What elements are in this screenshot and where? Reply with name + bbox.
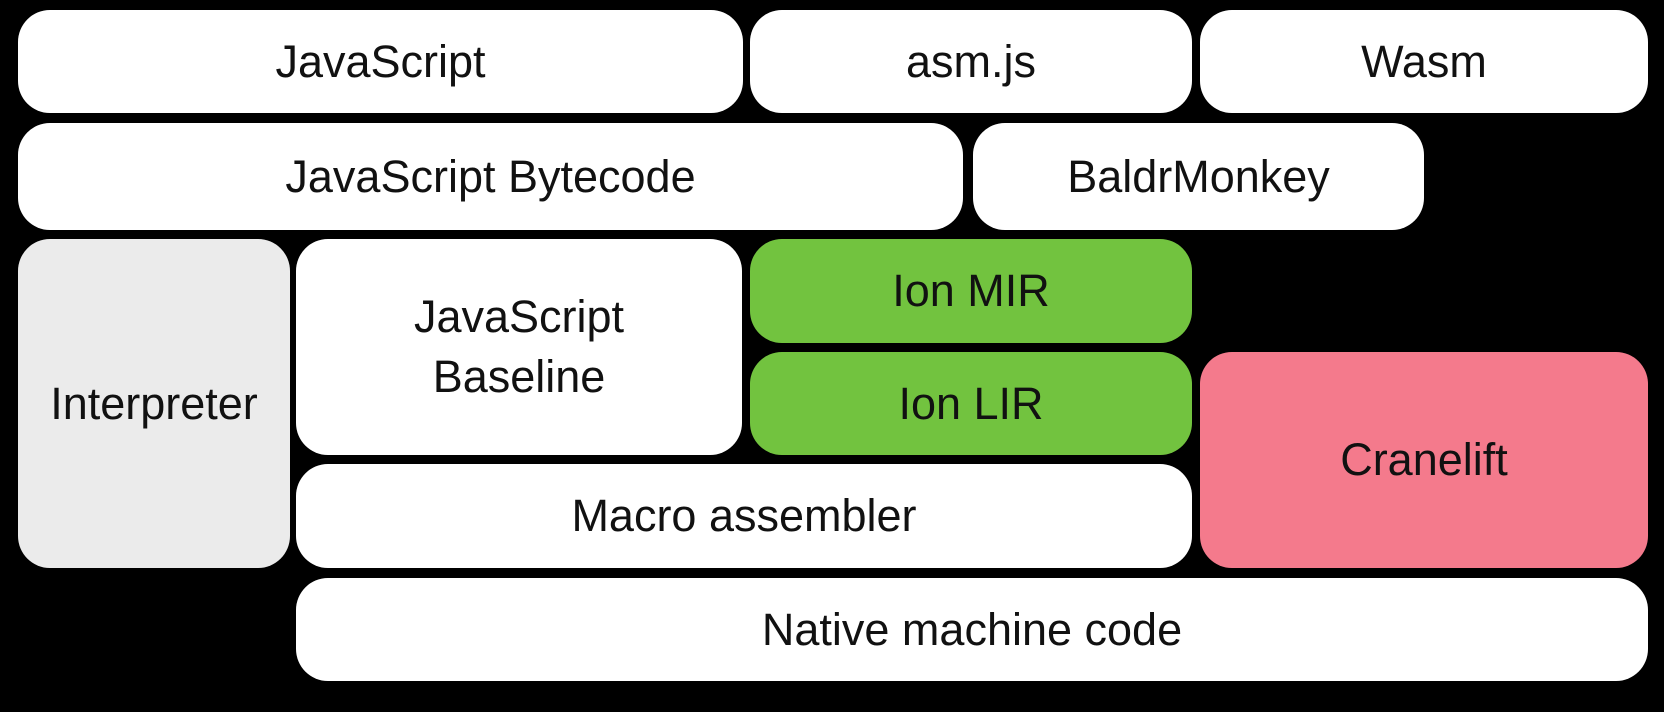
node-macro-assembler: Macro assembler [296, 464, 1192, 568]
node-ion-mir: Ion MIR [750, 239, 1192, 343]
node-javascript: JavaScript [18, 10, 743, 113]
node-interpreter: Interpreter [18, 239, 290, 568]
node-native-machine-code-label: Native machine code [761, 603, 1183, 655]
node-javascript-bytecode: JavaScript Bytecode [18, 123, 963, 230]
node-macro-assembler-label: Macro assembler [571, 490, 917, 541]
node-javascript-bytecode-label: JavaScript Bytecode [285, 150, 696, 202]
node-wasm: Wasm [1200, 10, 1648, 113]
node-interpreter-label: Interpreter [50, 377, 258, 429]
node-javascript-baseline-label: JavaScript Baseline [413, 291, 625, 402]
node-baldrmonkey-label: BaldrMonkey [1067, 150, 1330, 202]
node-cranelift: Cranelift [1200, 352, 1648, 568]
node-ion-lir-label: Ion LIR [898, 377, 1044, 429]
node-wasm-label: Wasm [1361, 35, 1487, 87]
node-javascript-label: JavaScript [275, 35, 486, 87]
node-asmjs-label: asm.js [905, 35, 1036, 87]
node-baldrmonkey: BaldrMonkey [973, 123, 1424, 230]
node-native-machine-code: Native machine code [296, 578, 1648, 681]
node-ion-mir-label: Ion MIR [892, 265, 1050, 316]
node-asmjs: asm.js [750, 10, 1192, 113]
node-javascript-baseline: JavaScript Baseline [296, 239, 742, 455]
node-ion-lir: Ion LIR [750, 352, 1192, 455]
node-cranelift-label: Cranelift [1340, 434, 1508, 485]
